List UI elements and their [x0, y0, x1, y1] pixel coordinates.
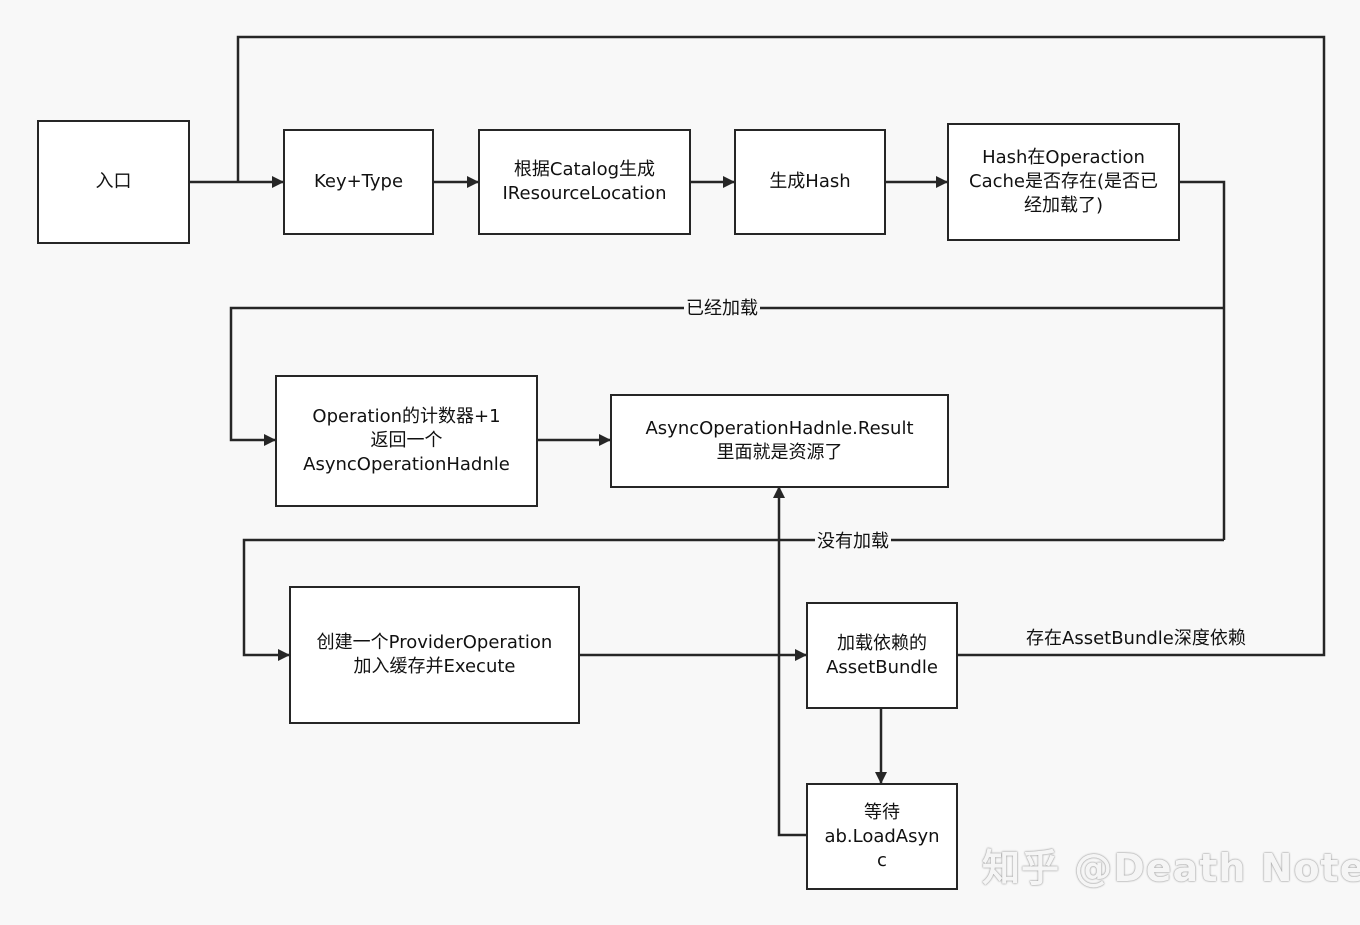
- node-key-type: Key+Type: [283, 129, 434, 235]
- node-generate-location: 根据Catalog生成 IResourceLocation: [478, 129, 691, 235]
- node-generate-hash: 生成Hash: [734, 129, 886, 235]
- edge-wait-to-result: [773, 486, 806, 837]
- edge-label-loaded: 已经加载: [684, 298, 760, 320]
- node-wait-load: 等待 ab.LoadAsyn c: [806, 783, 958, 890]
- node-load-dependencies: 加载依赖的 AssetBundle: [806, 602, 958, 709]
- node-entry: 入口: [37, 120, 190, 244]
- node-result: AsyncOperationHadnle.Result 里面就是资源了: [610, 394, 949, 488]
- node-operation-counter: Operation的计数器+1 返回一个 AsyncOperationHadnl…: [275, 375, 538, 507]
- watermark: 知乎 @Death Note: [982, 846, 1360, 890]
- edge-label-deep-dependency: 存在AssetBundle深度依赖: [1024, 628, 1248, 650]
- node-create-provider: 创建一个ProviderOperation 加入缓存并Execute: [289, 586, 580, 724]
- edge-deep-dependency-loop: [236, 35, 1326, 657]
- node-hash-check: Hash在Operaction Cache是否存在(是否已 经加载了): [947, 123, 1180, 241]
- edge-label-not-loaded: 没有加载: [815, 531, 891, 553]
- edge-check-branch: [1179, 180, 1226, 540]
- edge-not-loaded: [242, 538, 1224, 661]
